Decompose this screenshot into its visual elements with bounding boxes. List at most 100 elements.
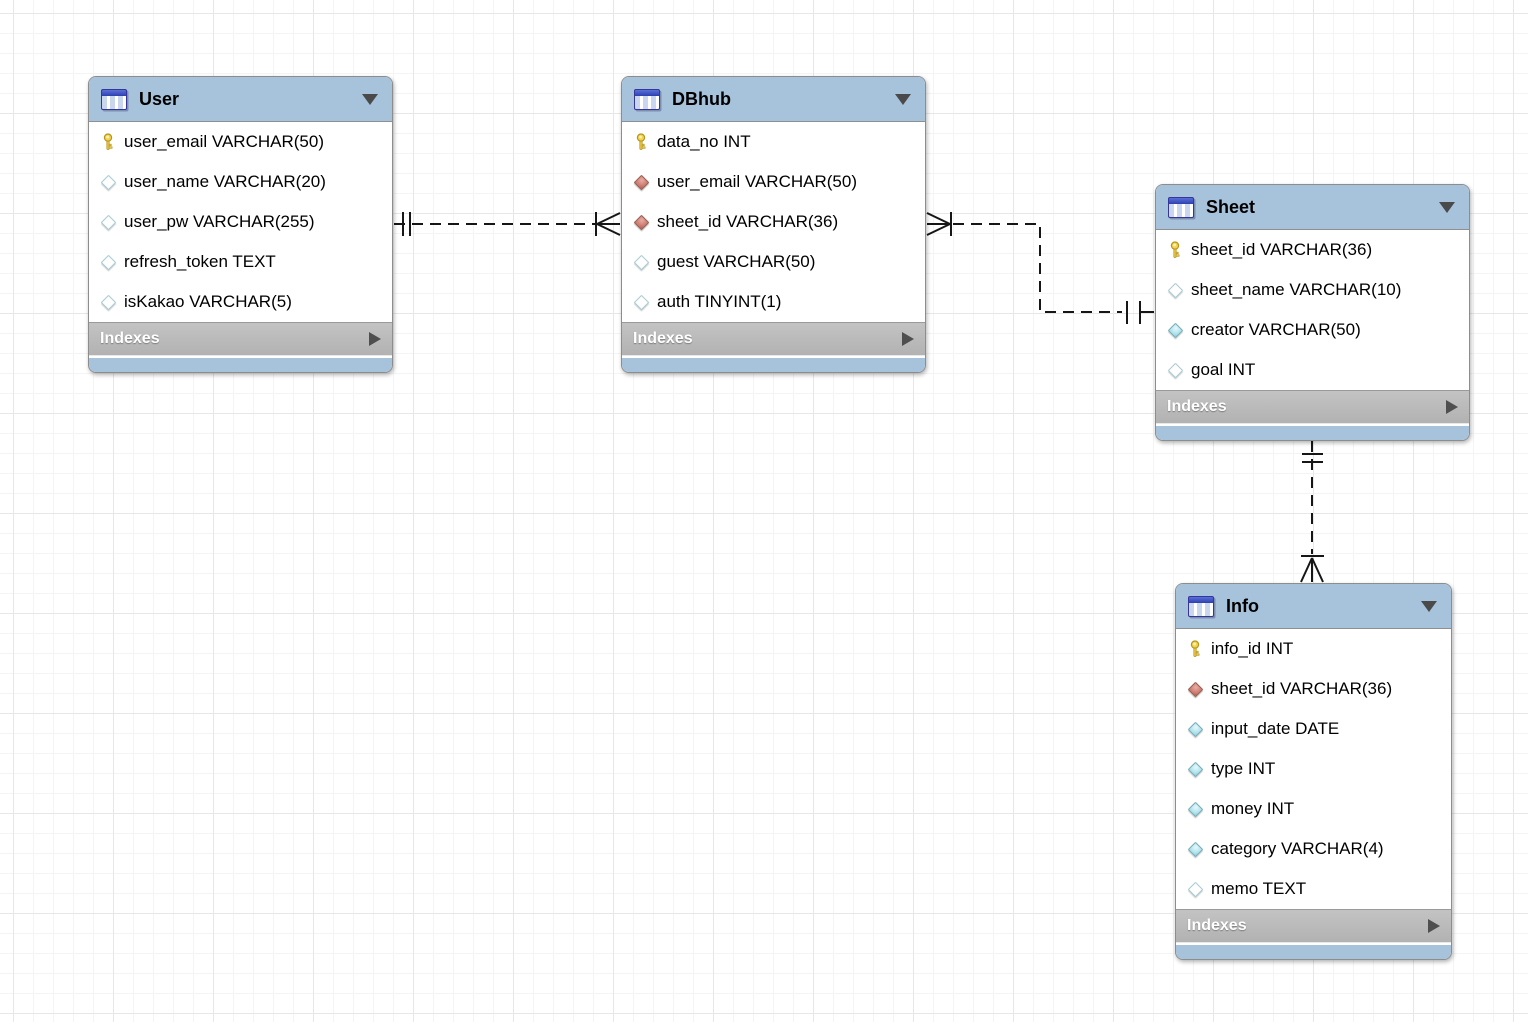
- column-row-data_no[interactable]: data_no INT: [622, 122, 925, 162]
- column-row-user_email[interactable]: user_email VARCHAR(50): [622, 162, 925, 202]
- column-row-sheet_name[interactable]: sheet_name VARCHAR(10): [1156, 270, 1469, 310]
- table-grid-icon: [101, 88, 127, 110]
- indexes-bar[interactable]: Indexes: [89, 322, 392, 356]
- column-row-refresh_token[interactable]: refresh_token TEXT: [89, 242, 392, 282]
- er-table-dbhub[interactable]: DBhub data_no INT user_email VARCHAR(50) s…: [621, 76, 926, 373]
- table-header[interactable]: User: [89, 77, 392, 122]
- indexes-bar[interactable]: Indexes: [622, 322, 925, 356]
- column-row-user_name[interactable]: user_name VARCHAR(20): [89, 162, 392, 202]
- table-grid-icon: [634, 88, 660, 110]
- er-table-user[interactable]: User user_email VARCHAR(50) user_name VAR…: [88, 76, 393, 373]
- column-row-sheet_id[interactable]: sheet_id VARCHAR(36): [622, 202, 925, 242]
- indexes-label: Indexes: [100, 330, 160, 347]
- expand-triangle-icon[interactable]: [902, 332, 914, 346]
- column-label: money INT: [1211, 799, 1295, 818]
- table-header[interactable]: DBhub: [622, 77, 925, 122]
- column-label: memo TEXT: [1211, 879, 1307, 898]
- column-label: sheet_id VARCHAR(36): [657, 212, 839, 231]
- white-diamond-icon: [1165, 365, 1185, 376]
- collapse-triangle-icon[interactable]: [895, 93, 911, 105]
- collapse-triangle-icon[interactable]: [1439, 201, 1455, 213]
- expand-triangle-icon[interactable]: [1428, 919, 1440, 933]
- column-row-type[interactable]: type INT: [1176, 749, 1451, 789]
- table-bottom-strip: [1156, 426, 1469, 440]
- indexes-label: Indexes: [1167, 398, 1227, 415]
- cyan-diamond-icon: [1185, 804, 1205, 815]
- red-diamond-icon: [1185, 684, 1205, 695]
- er-table-sheet[interactable]: Sheet sheet_id VARCHAR(36) sheet_name VAR…: [1155, 184, 1470, 441]
- column-label: info_id INT: [1211, 639, 1294, 658]
- indexes-bar[interactable]: Indexes: [1176, 909, 1451, 943]
- collapse-triangle-icon[interactable]: [362, 93, 378, 105]
- column-row-input_date[interactable]: input_date DATE: [1176, 709, 1451, 749]
- table-grid-icon: [1188, 595, 1214, 617]
- column-list: user_email VARCHAR(50) user_name VARCHAR(…: [89, 122, 392, 322]
- column-list: info_id INT sheet_id VARCHAR(36) input_dat…: [1176, 629, 1451, 909]
- cyan-diamond-icon: [1185, 844, 1205, 855]
- expand-triangle-icon[interactable]: [369, 332, 381, 346]
- cyan-diamond-icon: [1165, 325, 1185, 336]
- white-diamond-icon: [98, 217, 118, 228]
- white-diamond-icon: [98, 297, 118, 308]
- column-row-guest[interactable]: guest VARCHAR(50): [622, 242, 925, 282]
- table-bottom-strip: [622, 358, 925, 372]
- cyan-diamond-icon: [1185, 764, 1205, 775]
- expand-triangle-icon[interactable]: [1446, 400, 1458, 414]
- column-label: sheet_id VARCHAR(36): [1191, 240, 1373, 259]
- column-label: user_name VARCHAR(20): [124, 172, 326, 191]
- white-diamond-icon: [98, 177, 118, 188]
- column-list: data_no INT user_email VARCHAR(50) sheet_i…: [622, 122, 925, 322]
- column-row-money[interactable]: money INT: [1176, 789, 1451, 829]
- key-glyph: [1190, 640, 1199, 657]
- column-label: type INT: [1211, 759, 1276, 778]
- white-diamond-icon: [631, 257, 651, 268]
- column-label: sheet_id VARCHAR(36): [1211, 679, 1393, 698]
- column-label: category VARCHAR(4): [1211, 839, 1384, 858]
- relationship-sheet-info[interactable]: [1300, 441, 1324, 583]
- table-bottom-strip: [89, 358, 392, 372]
- column-label: creator VARCHAR(50): [1191, 320, 1361, 339]
- relationship-user-dbhub[interactable]: [394, 212, 621, 236]
- column-row-auth[interactable]: auth TINYINT(1): [622, 282, 925, 322]
- table-bottom-strip: [1176, 945, 1451, 959]
- column-label: user_email VARCHAR(50): [124, 132, 324, 151]
- column-row-info_id[interactable]: info_id INT: [1176, 629, 1451, 669]
- indexes-bar[interactable]: Indexes: [1156, 390, 1469, 424]
- column-row-isKakao[interactable]: isKakao VARCHAR(5): [89, 282, 392, 322]
- table-title: User: [139, 88, 180, 109]
- column-row-category[interactable]: category VARCHAR(4): [1176, 829, 1451, 869]
- column-label: user_pw VARCHAR(255): [124, 212, 315, 231]
- white-diamond-icon: [1165, 285, 1185, 296]
- white-diamond-icon: [1185, 884, 1205, 895]
- column-row-sheet_id[interactable]: sheet_id VARCHAR(36): [1156, 230, 1469, 270]
- column-list: sheet_id VARCHAR(36) sheet_name VARCHAR(1…: [1156, 230, 1469, 390]
- table-header[interactable]: Sheet: [1156, 185, 1469, 230]
- column-label: data_no INT: [657, 132, 751, 151]
- white-diamond-icon: [631, 297, 651, 308]
- column-label: auth TINYINT(1): [657, 292, 782, 311]
- table-title: DBhub: [672, 88, 731, 109]
- table-header[interactable]: Info: [1176, 584, 1451, 629]
- column-label: goal INT: [1191, 360, 1256, 379]
- key-glyph: [1170, 241, 1179, 258]
- column-label: input_date DATE: [1211, 719, 1340, 738]
- gold-key-icon: [98, 133, 118, 151]
- column-row-user_pw[interactable]: user_pw VARCHAR(255): [89, 202, 392, 242]
- column-label: user_email VARCHAR(50): [657, 172, 857, 191]
- column-label: isKakao VARCHAR(5): [124, 292, 292, 311]
- column-row-sheet_id[interactable]: sheet_id VARCHAR(36): [1176, 669, 1451, 709]
- collapse-triangle-icon[interactable]: [1421, 600, 1437, 612]
- key-glyph: [636, 133, 645, 150]
- cyan-diamond-icon: [1185, 724, 1205, 735]
- column-label: guest VARCHAR(50): [657, 252, 816, 271]
- column-label: refresh_token TEXT: [124, 252, 276, 271]
- column-row-user_email[interactable]: user_email VARCHAR(50): [89, 122, 392, 162]
- er-table-info[interactable]: Info info_id INT sheet_id VARCHAR(36) inpu…: [1175, 583, 1452, 960]
- column-row-goal[interactable]: goal INT: [1156, 350, 1469, 390]
- relationship-dbhub-sheet[interactable]: [926, 212, 1154, 324]
- column-label: sheet_name VARCHAR(10): [1191, 280, 1402, 299]
- column-row-creator[interactable]: creator VARCHAR(50): [1156, 310, 1469, 350]
- column-row-memo[interactable]: memo TEXT: [1176, 869, 1451, 909]
- white-diamond-icon: [98, 257, 118, 268]
